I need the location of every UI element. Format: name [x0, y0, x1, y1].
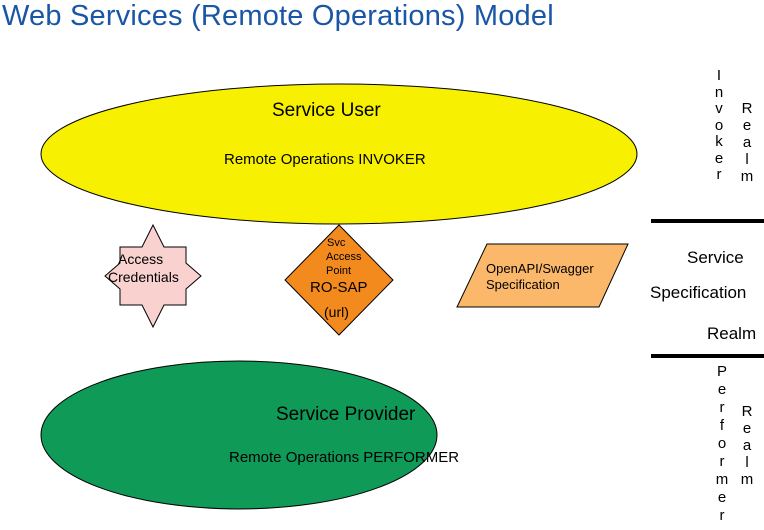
access-credentials-label-line2: Credentials: [108, 269, 179, 285]
access-credentials-star[interactable]: [104, 223, 202, 329]
ro-sap-label-main: RO-SAP: [310, 279, 368, 296]
spec-realm-line3: Realm: [707, 324, 757, 343]
ro-sap-label-url: (url): [324, 304, 349, 320]
service-user-ellipse[interactable]: [40, 83, 638, 225]
service-user-title: Service User: [272, 100, 381, 121]
ro-sap-label-line3: Point: [326, 265, 352, 277]
diagram-title: Web Services (Remote Operations) Model: [2, 0, 554, 32]
ro-sap-label-line1: Svc: [327, 237, 346, 249]
ro-sap-label-line2: Access: [326, 251, 362, 263]
specification-label-line2: Specification: [486, 277, 560, 292]
access-credentials-label-line1: Access: [118, 251, 164, 267]
upper-realm-divider: [651, 219, 764, 223]
service-provider-subtitle: Remote Operations PERFORMER: [229, 449, 460, 466]
service-user-subtitle: Remote Operations INVOKER: [224, 151, 426, 168]
specification-parallelogram[interactable]: [456, 243, 629, 308]
service-provider-ellipse[interactable]: [40, 360, 438, 510]
lower-realm-divider: [651, 354, 764, 358]
service-provider-title: Service Provider: [276, 404, 416, 425]
spec-realm-line1: Service: [687, 248, 744, 267]
specification-label-line1: OpenAPI/Swagger: [486, 261, 594, 276]
ro-sap-diamond[interactable]: [284, 224, 394, 336]
spec-realm-line2: Specification: [650, 283, 747, 302]
